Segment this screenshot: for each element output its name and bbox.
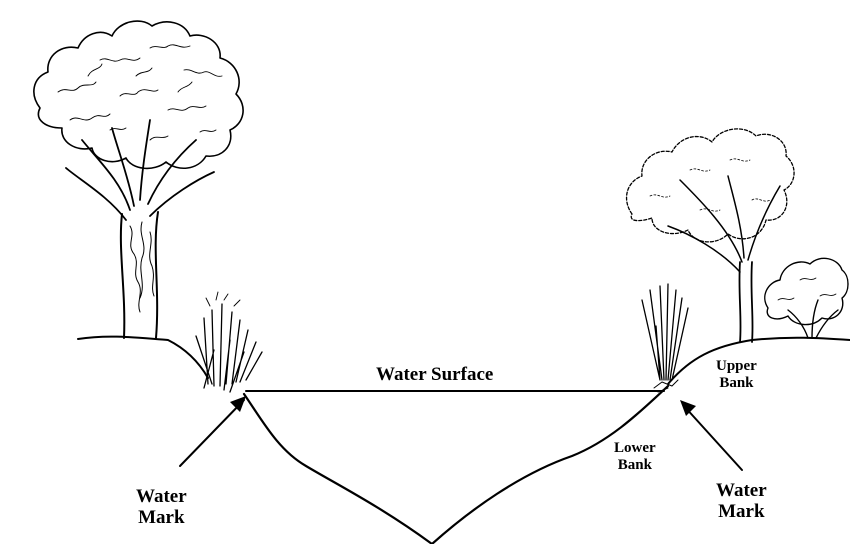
ground-right xyxy=(668,338,850,384)
right-tree-large-branches xyxy=(668,176,780,272)
label-lower-bank-line1: Lower xyxy=(614,440,656,457)
left-reed-tips xyxy=(206,292,240,306)
right-tree-large-trunk xyxy=(739,262,752,342)
label-water-mark-left: Water Mark xyxy=(136,486,187,529)
left-reed-clump xyxy=(196,292,262,392)
arrow-water-mark-left xyxy=(180,396,246,466)
left-tree-trunk xyxy=(121,212,158,338)
left-tree-trunk-bark xyxy=(130,222,154,312)
label-lower-bank: Lower Bank xyxy=(614,440,656,474)
left-tree-canopy xyxy=(34,21,243,168)
label-water-surface: Water Surface xyxy=(376,364,493,385)
right-shrub-canopy xyxy=(765,258,848,324)
label-upper-bank: Upper Bank xyxy=(716,358,757,392)
right-reed-clump xyxy=(642,284,688,392)
label-water-mark-right-line2: Mark xyxy=(716,501,767,522)
channel-bed xyxy=(244,386,668,544)
label-upper-bank-line1: Upper xyxy=(716,358,757,375)
label-water-mark-left-line1: Water xyxy=(136,486,187,507)
right-shrub xyxy=(765,258,848,338)
right-shrub-foliage-detail xyxy=(778,278,836,300)
left-tree-branches xyxy=(66,120,214,220)
right-tree-large xyxy=(627,129,795,342)
arrow-water-mark-right xyxy=(680,400,742,470)
label-water-mark-right-line1: Water xyxy=(716,480,767,501)
left-reed-leaves xyxy=(196,304,262,392)
right-reed-leaves xyxy=(642,284,688,380)
ground-left xyxy=(78,337,208,378)
label-water-mark-left-line2: Mark xyxy=(136,507,187,528)
right-tree-large-canopy xyxy=(627,129,795,242)
left-tree xyxy=(34,21,243,338)
right-tree-large-foliage-detail xyxy=(650,159,770,211)
label-water-mark-right: Water Mark xyxy=(716,480,767,523)
left-tree-foliage-detail xyxy=(58,45,222,140)
label-upper-bank-line2: Bank xyxy=(716,375,757,392)
label-lower-bank-line2: Bank xyxy=(614,457,656,474)
